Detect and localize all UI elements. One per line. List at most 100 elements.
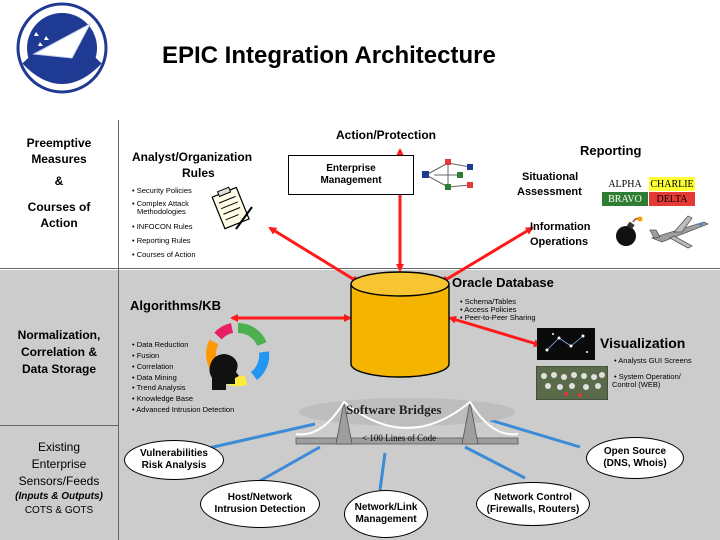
oracle-bullet-1-text: Schema/Tables	[464, 297, 516, 306]
analyst-bullet-1-text: Security Policies	[136, 186, 192, 195]
netctrl-line1: Network Control	[494, 492, 572, 503]
network-link-ellipse: Network/Link Management	[344, 490, 428, 538]
algo-bullet-7: • Advanced Intrusion Detection	[132, 405, 235, 414]
arrow-reporting	[440, 226, 534, 284]
status-cell-charlie-label: CHARLIE	[650, 178, 694, 190]
network-control-ellipse: Network Control (Firewalls, Routers)	[476, 482, 590, 526]
netlink-line1: Network/Link	[354, 502, 418, 513]
viz-bullet-1: • Analysts GUI Screens	[614, 356, 692, 365]
connector-netlink	[378, 452, 387, 491]
reporting-title: Reporting	[580, 143, 642, 158]
algorithms-title: Algorithms/KB	[130, 298, 221, 313]
analyst-bullet-2-text: Complex Attack	[136, 199, 189, 208]
vuln-line1: Vulnerabilities	[140, 448, 208, 459]
norm-line3: Data Storage	[21, 362, 97, 376]
existing-line2: Enterprise	[31, 457, 87, 471]
action-protection-label: Action/Protection	[336, 128, 437, 142]
left-column-divider	[118, 120, 119, 540]
algo-bullet-4: • Data Mining	[132, 373, 177, 382]
analyst-bullet-2b: Methodologies	[137, 207, 186, 216]
status-grid: ALPHA CHARLIE BRAVO DELTA	[602, 177, 696, 207]
viz-bullet-1-text: Analysts GUI Screens	[618, 356, 692, 365]
situational-line1: Situational	[522, 171, 579, 183]
bridge-icon	[295, 398, 519, 445]
connector-opensrc	[489, 418, 581, 449]
norm-line1: Normalization,	[17, 328, 101, 342]
existing-line3: Sensors/Feeds	[18, 474, 100, 488]
database-cylinder-icon	[350, 271, 450, 378]
arrow-analyst	[268, 226, 360, 284]
algo-bullet-5: • Trend Analysis	[132, 383, 186, 392]
info-ops-line2: Operations	[530, 236, 589, 248]
visualization-title: Visualization	[600, 335, 686, 351]
bridge-sub: < 100 Lines of Code	[362, 433, 437, 443]
network-graph-icon	[422, 159, 473, 190]
crowd-screen-icon	[536, 366, 608, 400]
oracle-bullet-2-text: Access Policies	[464, 305, 517, 314]
jet-aircraft-icon	[649, 215, 709, 249]
analyst-title-line2: Rules	[182, 166, 215, 180]
info-ops-line1: Information	[530, 221, 591, 233]
algo-bullet-3: • Correlation	[132, 362, 174, 371]
analyst-bullet-3: • INFOCON Rules	[132, 222, 193, 231]
opensrc-line2: (DNS, Whois)	[603, 458, 667, 469]
analyst-bullet-5-text: Courses of Action	[136, 250, 196, 259]
air-force-seal-icon	[16, 2, 108, 94]
head-profile-icon	[209, 354, 239, 390]
status-cell-alpha-label: ALPHA	[608, 178, 642, 190]
status-cell-charlie: CHARLIE	[649, 177, 695, 191]
connector-vuln	[199, 422, 316, 452]
host-line2: Intrusion Detection	[214, 504, 306, 515]
oracle-bullet-3-text: Peer-to-Peer Sharing	[464, 313, 536, 322]
oracle-bullet-2: • Access Policies	[460, 305, 517, 314]
host-network-ellipse: Host/Network Intrusion Detection	[200, 480, 320, 528]
analyst-bullet-1: • Security Policies	[132, 186, 192, 195]
page-title: EPIC Integration Architecture	[162, 42, 496, 69]
oracle-bullet-3: • Peer-to-Peer Sharing	[460, 313, 536, 322]
preemptive-amp: &	[54, 174, 64, 188]
viz-bullet-2-text: System Operation/	[618, 372, 681, 381]
arrow-visualization	[448, 315, 542, 348]
coa-line1: Courses of	[27, 200, 91, 214]
preemptive-line1: Preemptive	[26, 136, 92, 150]
enterprise-line2: Management	[320, 175, 382, 186]
status-cell-delta: DELTA	[649, 192, 695, 206]
viz-bullet-2b: Control (WEB)	[612, 380, 661, 389]
bomb-icon	[616, 216, 643, 246]
oracle-bullet-1: • Schema/Tables	[460, 297, 516, 306]
algo-bullet-3-text: Correlation	[136, 362, 174, 371]
vulnerabilities-ellipse: Vulnerabilities Risk Analysis	[124, 440, 224, 480]
open-source-ellipse: Open Source (DNS, Whois)	[586, 437, 684, 479]
star-map-icon	[537, 328, 595, 360]
netctrl-line2: (Firewalls, Routers)	[486, 504, 580, 515]
left-row-divider-2	[0, 425, 118, 426]
enterprise-line1: Enterprise	[326, 163, 376, 174]
vuln-line2: Risk Analysis	[141, 460, 207, 471]
status-cell-alpha: ALPHA	[602, 177, 648, 191]
situational-line2: Assessment	[517, 186, 582, 198]
algo-bullet-6-text: Knowledge Base	[136, 394, 194, 403]
algo-bullet-6: • Knowledge Base	[132, 394, 194, 403]
algo-bullet-2-text: Fusion	[136, 351, 160, 360]
status-cell-delta-label: DELTA	[656, 193, 688, 205]
status-cell-bravo-label: BRAVO	[608, 193, 642, 205]
connector-netctrl	[464, 445, 526, 480]
opensrc-line1: Open Source	[603, 446, 667, 457]
host-line1: Host/Network	[227, 492, 293, 503]
analyst-bullet-2: • Complex Attack	[132, 199, 189, 208]
algo-bullet-4-text: Data Mining	[136, 373, 177, 382]
preemptive-line2: Measures	[31, 152, 87, 166]
algo-bullet-1-text: Data Reduction	[136, 340, 189, 349]
left-row-divider-1	[0, 268, 720, 269]
connector-host	[257, 445, 321, 484]
algo-bullet-7-text: Advanced Intrusion Detection	[136, 405, 235, 414]
analyst-bullet-4: • Reporting Rules	[132, 236, 191, 245]
cots-gots: COTS & GOTS	[24, 505, 94, 516]
algo-bullet-1: • Data Reduction	[132, 340, 189, 349]
inputs-outputs: (Inputs & Outputs)	[15, 491, 103, 502]
enterprise-management-box: Enterprise Management	[288, 155, 414, 195]
norm-line2: Correlation &	[20, 345, 97, 359]
algo-bullet-5-text: Trend Analysis	[136, 383, 186, 392]
